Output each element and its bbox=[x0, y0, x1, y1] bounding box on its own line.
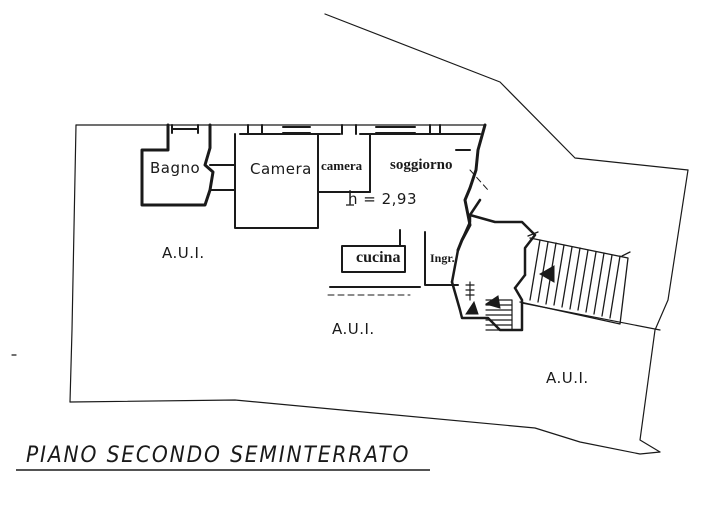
room-label-soggiorno: soggiorno bbox=[390, 157, 453, 173]
ceiling-height-label: h = 2,93 bbox=[348, 190, 418, 208]
area-label-right: A.U.I. bbox=[546, 369, 589, 387]
area-label-left: A.U.I. bbox=[162, 244, 205, 262]
stair-arrows bbox=[465, 265, 555, 315]
stair-arrow-left-icon bbox=[538, 265, 555, 283]
room-label-ingresso: Ingr. bbox=[430, 251, 455, 265]
room-label-bagno: Bagno bbox=[150, 159, 201, 177]
window-marks bbox=[171, 124, 481, 135]
plan-title: PIANO SECONDO SEMINTERRATO bbox=[26, 443, 411, 468]
interior-walls bbox=[209, 133, 471, 288]
entrance-block bbox=[450, 198, 537, 332]
room-label-camera-small: camera bbox=[321, 158, 363, 173]
site-boundary bbox=[11, 13, 689, 455]
stair-arrow-right-icon bbox=[484, 295, 501, 309]
building-outline bbox=[140, 123, 487, 252]
stair-arrow-center-icon bbox=[465, 300, 479, 315]
height-marker bbox=[346, 190, 354, 206]
external-stair bbox=[519, 231, 631, 325]
room-label-camera-large: Camera bbox=[250, 160, 312, 178]
dashed-lines bbox=[234, 169, 489, 296]
room-label-cucina: cucina bbox=[356, 249, 401, 266]
area-label-center: A.U.I. bbox=[332, 320, 375, 338]
